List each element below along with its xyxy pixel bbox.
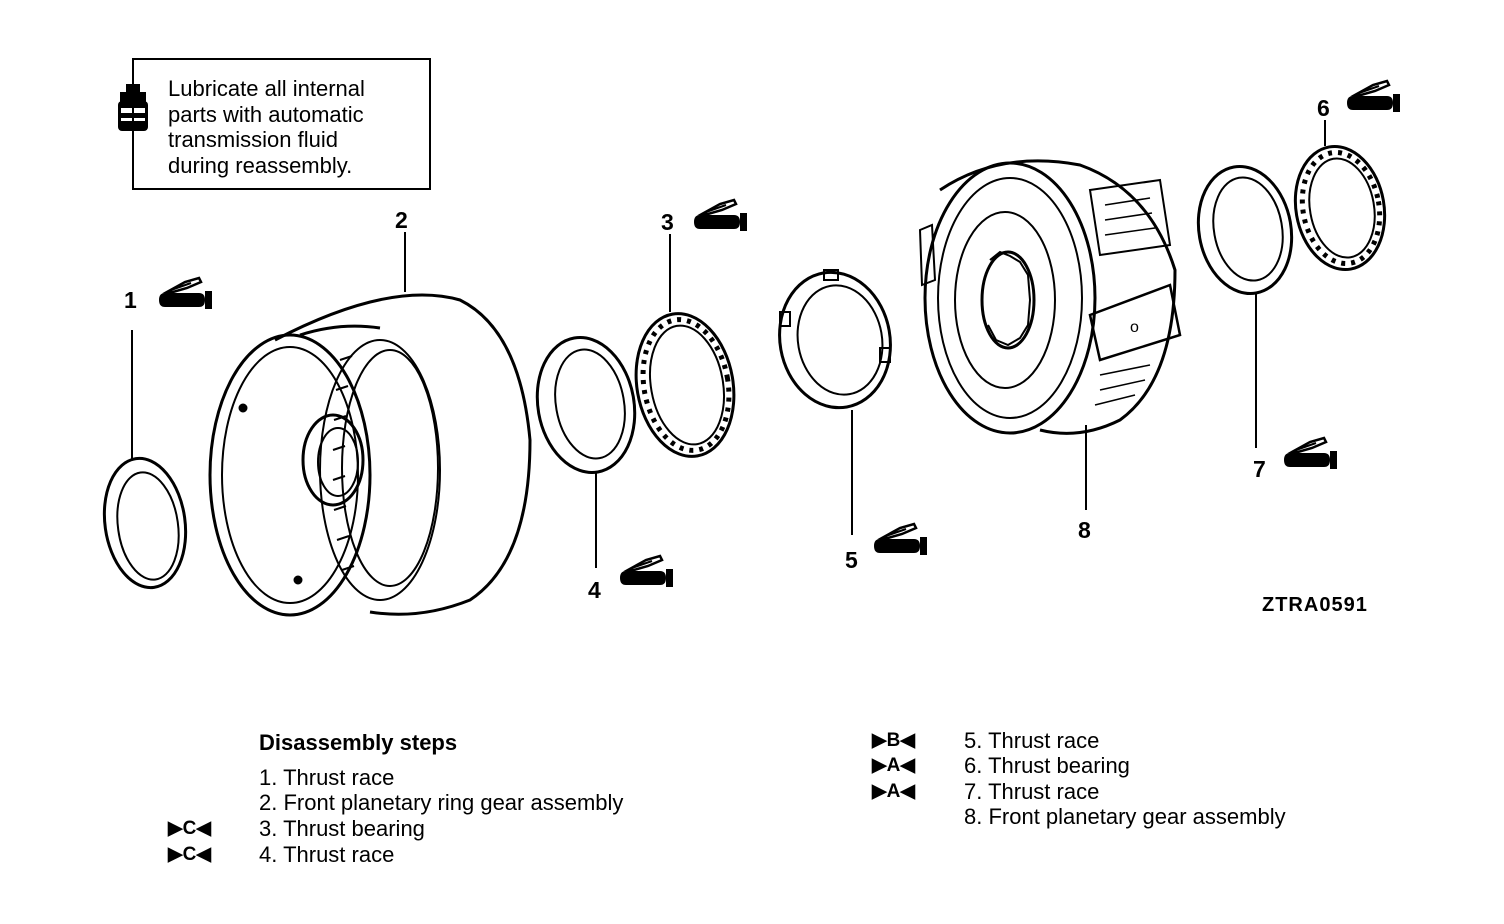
lubricant-icon xyxy=(692,198,749,233)
note-line: transmission fluid xyxy=(168,127,338,152)
lubrication-note-box xyxy=(132,58,431,190)
step-8: 8. Front planetary gear assembly xyxy=(964,804,1286,829)
step-7-mark: ▶A◀ xyxy=(872,781,915,802)
callout-3: 3 xyxy=(661,209,674,235)
part-8-planetary-gear-assembly: o xyxy=(918,159,1182,510)
step-3: 3. Thrust bearing xyxy=(259,816,425,841)
part-7-thrust-race xyxy=(1196,164,1294,448)
figure-code: ZTRA0591 xyxy=(1262,594,1368,616)
lubricant-icon xyxy=(1345,79,1402,114)
note-line: during reassembly. xyxy=(168,152,353,178)
note-line: parts with automatic xyxy=(168,101,364,127)
callout-1: 1 xyxy=(124,287,137,313)
callout-5: 5 xyxy=(845,547,858,573)
part-4-thrust-race xyxy=(535,336,637,568)
callout-8: 8 xyxy=(1078,517,1091,543)
part-3-thrust-bearing xyxy=(634,234,736,458)
lubricant-icon xyxy=(1282,436,1339,471)
step-7: 7. Thrust race xyxy=(964,779,1100,804)
lubrication-note: Lubricate all internal parts with automa… xyxy=(168,76,428,178)
part-5-thrust-race xyxy=(778,269,892,535)
part-6-thrust-bearing xyxy=(1293,120,1387,272)
step-5: 5. Thrust race xyxy=(964,728,1100,753)
step-4: 4. Thrust race xyxy=(259,842,395,867)
lubricant-icon xyxy=(618,554,675,589)
step-5-mark: ▶B◀ xyxy=(872,730,915,751)
callout-4: 4 xyxy=(588,577,601,603)
step-3-mark: ▶C◀ xyxy=(168,818,211,839)
note-line: Lubricate all internal xyxy=(168,76,365,101)
step-1: 1. Thrust race xyxy=(259,765,395,790)
callout-6: 6 xyxy=(1317,95,1330,121)
svg-text:o: o xyxy=(1130,319,1139,336)
part-2-ring-gear-assembly xyxy=(208,232,532,617)
step-6: 6. Thrust bearing xyxy=(964,753,1130,778)
steps-title: Disassembly steps xyxy=(259,730,458,755)
step-2: 2. Front planetary ring gear assembly xyxy=(259,790,624,815)
lubricant-icon xyxy=(157,276,214,311)
callout-7: 7 xyxy=(1253,456,1266,482)
callout-2: 2 xyxy=(395,207,408,233)
lubricant-icon xyxy=(872,522,929,557)
part-1-thrust-race xyxy=(102,330,188,590)
step-4-mark: ▶C◀ xyxy=(168,844,211,865)
step-6-mark: ▶A◀ xyxy=(872,755,915,776)
